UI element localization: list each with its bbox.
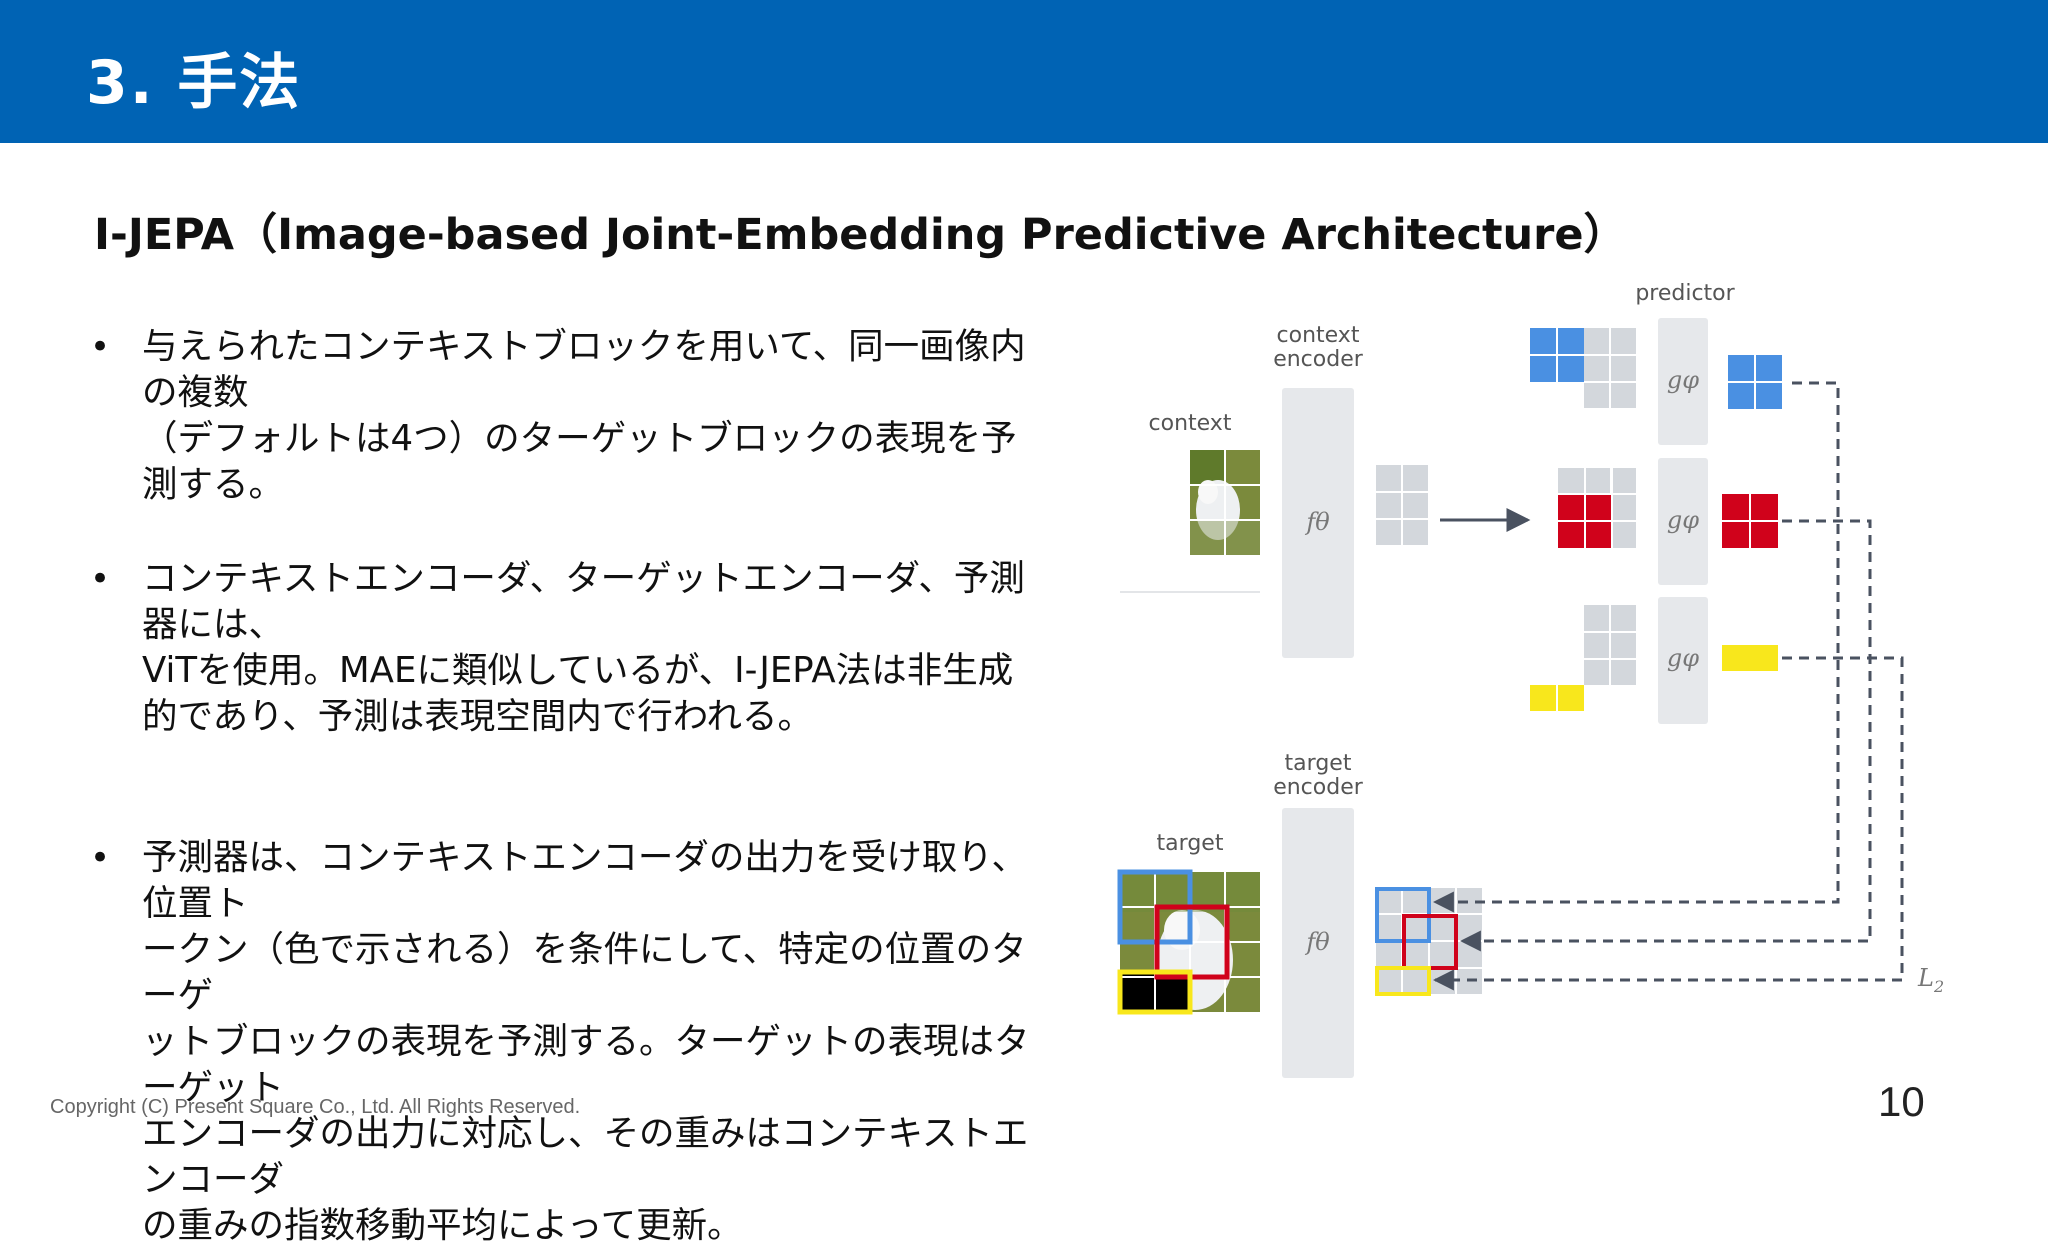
- bullet-line: エンコーダの出力に対応し、その重みはコンテキストエンコーダ: [142, 1113, 1029, 1200]
- predicted-block-yellow: [1722, 645, 1778, 671]
- red-loss-path: [1459, 519, 1872, 952]
- target-image: [1117, 869, 1260, 1015]
- predictor-symbol-3: gφ: [1667, 644, 1699, 672]
- predicted-block-blue: [1728, 355, 1782, 409]
- context-image: [1190, 450, 1260, 555]
- predictor-input-3: [1530, 605, 1636, 711]
- yellow-loss-path: [1432, 656, 1904, 991]
- context-encoder-block: [1282, 388, 1354, 658]
- target-encoder-label-line1: target: [1285, 751, 1352, 776]
- target-encoder-label-line2: encoder: [1273, 775, 1364, 800]
- bullet-list: • 与えられたコンテキストブロックを用いて、同一画像内の複数 （デフォルトは4つ…: [90, 324, 1050, 1249]
- bullet-line: 的であり、予測は表現空間内で行われる。: [142, 696, 813, 737]
- predictor-block-1: [1658, 318, 1708, 445]
- bullet-line: ViTを使用。MAEに類似しているが、I-JEPA法は非生成: [142, 650, 1014, 691]
- bullet-line: コンテキストエンコーダ、ターゲットエンコーダ、予測器には、: [142, 558, 1025, 645]
- bullet-dot: •: [90, 838, 111, 878]
- bullet-line: ークン（色で示される）を条件にして、特定の位置のターゲ: [142, 929, 1027, 1016]
- blue-loss-path: [1432, 381, 1840, 913]
- context-label: context: [1149, 411, 1232, 436]
- predictor-block-2: [1658, 458, 1708, 585]
- bullet-line: 与えられたコンテキストブロックを用いて、同一画像内の複数: [142, 326, 1026, 413]
- bullet-line: 予測器は、コンテキストエンコーダの出力を受け取り、位置ト: [142, 837, 1028, 924]
- bullet-dot: •: [90, 327, 111, 367]
- predictor-block-3: [1658, 597, 1708, 724]
- predictor-symbol-1: gφ: [1667, 366, 1699, 394]
- bullet-line: ットブロックの表現を予測する。ターゲットの表現はターゲット: [142, 1021, 1030, 1108]
- bullet-line: の重みの指数移動平均によって更新。: [142, 1205, 743, 1246]
- bullet-line: （デフォルトは4つ）のターゲットブロックの表現を予測する。: [142, 418, 1017, 505]
- target-encoder-symbol: fθ: [1304, 928, 1330, 956]
- target-encoder-block: [1282, 808, 1354, 1078]
- predictor-label: predictor: [1635, 281, 1735, 306]
- loss-connections: [1432, 381, 1904, 991]
- section-title: 3. 手法: [86, 48, 302, 118]
- ijepa-diagram: predictor context encoder context target…: [1117, 281, 1944, 1078]
- context-encoder-symbol: fθ: [1304, 508, 1330, 536]
- context-encoder-label-line1: context: [1277, 323, 1360, 348]
- predictor-input-2: [1558, 468, 1636, 548]
- predictor-symbol-2: gφ: [1667, 506, 1699, 534]
- target-label: target: [1157, 831, 1224, 856]
- slide-subtitle: I-JEPA（Image-based Joint-Embedding Predi…: [94, 210, 1627, 260]
- bullet-item-2: • コンテキストエンコーダ、ターゲットエンコーダ、予測器には、 ViTを使用。M…: [90, 556, 1050, 740]
- bullet-item-1: • 与えられたコンテキストブロックを用いて、同一画像内の複数 （デフォルトは4つ…: [90, 324, 1050, 508]
- page-number: 10: [1878, 1078, 1925, 1125]
- context-encoder-label-line2: encoder: [1273, 347, 1364, 372]
- bullet-item-3: • 予測器は、コンテキストエンコーダの出力を受け取り、位置ト ークン（色で示され…: [90, 835, 1050, 1249]
- header-bar: 3. 手法: [0, 0, 2048, 143]
- predictor-input-1: [1530, 328, 1636, 408]
- bullet-dot: •: [90, 559, 111, 599]
- context-embedding-grid: [1376, 465, 1428, 545]
- target-embedding-grid: [1375, 887, 1482, 996]
- predicted-block-red: [1722, 494, 1778, 548]
- copyright-text: Copyright (C) Present Square Co., Ltd. A…: [50, 1096, 581, 1118]
- loss-symbol: L2: [1917, 964, 1944, 996]
